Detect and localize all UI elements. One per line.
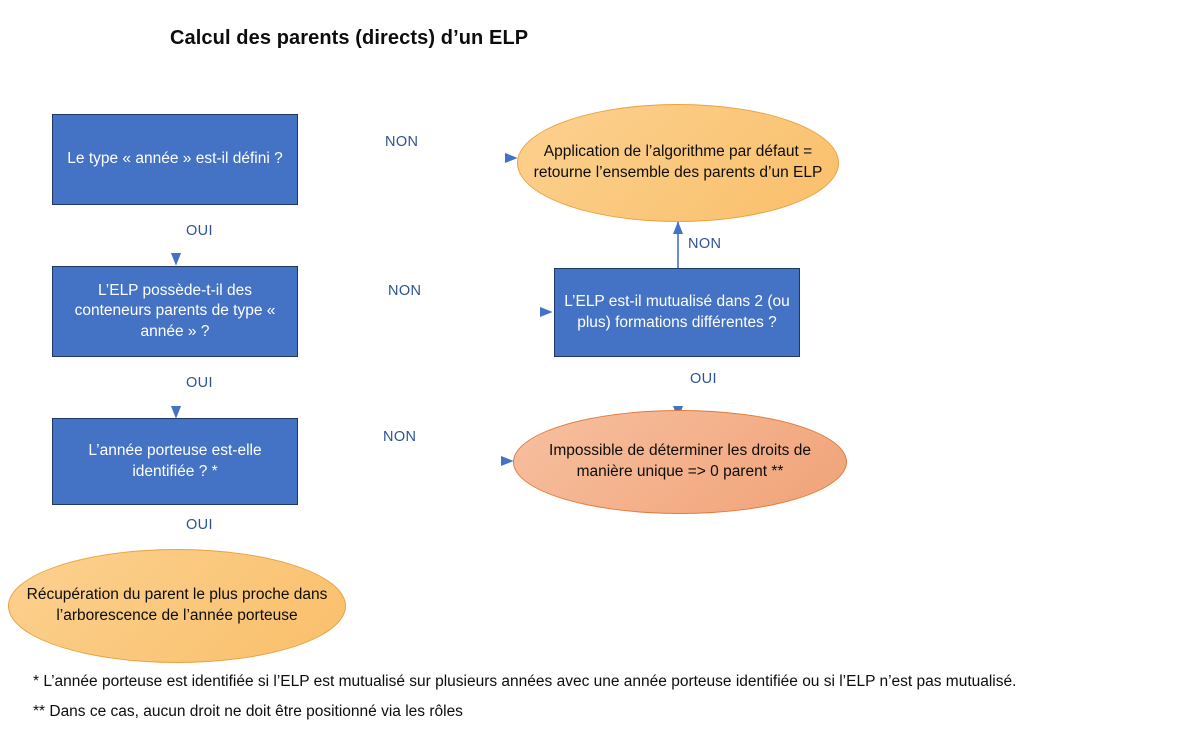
terminator-node-recuperation-parent[interactable]: Récupération du parent le plus proche da… bbox=[8, 549, 346, 663]
decision-node-type-annee-defini[interactable]: Le type « année » est-il défini ? bbox=[52, 114, 298, 205]
footnote-single-asterisk: * L’année porteuse est identifiée si l’E… bbox=[33, 673, 1017, 690]
edge-label-q4-to-r1: NON bbox=[688, 236, 722, 252]
decision-node-elp-mutualise[interactable]: L’ELP est-il mutualisé dans 2 (ou plus) … bbox=[554, 268, 800, 357]
decision-node-conteneurs-parents[interactable]: L’ELP possède-t-il des conteneurs parent… bbox=[52, 266, 298, 357]
edge-label-q3-to-r2: NON bbox=[383, 429, 417, 445]
terminator-node-algorithme-par-defaut[interactable]: Application de l’algorithme par défaut =… bbox=[517, 104, 839, 222]
page-title: Calcul des parents (directs) d’un ELP bbox=[170, 27, 529, 49]
edge-label-q2-to-q4: NON bbox=[388, 283, 422, 299]
terminator-node-impossible-determiner[interactable]: Impossible de déterminer les droits de m… bbox=[513, 410, 847, 514]
decision-node-annee-porteuse-identifiee[interactable]: L’année porteuse est-elle identifiée ? * bbox=[52, 418, 298, 505]
edge-label-q4-to-r2: OUI bbox=[690, 371, 717, 387]
footnote-double-asterisk: ** Dans ce cas, aucun droit ne doit être… bbox=[33, 703, 463, 720]
edge-label-q1-to-r1: NON bbox=[385, 134, 419, 150]
edge-label-q3-to-r3: OUI bbox=[186, 517, 213, 533]
edge-label-q1-to-q2: OUI bbox=[186, 223, 213, 239]
edge-label-q2-to-q3: OUI bbox=[186, 375, 213, 391]
